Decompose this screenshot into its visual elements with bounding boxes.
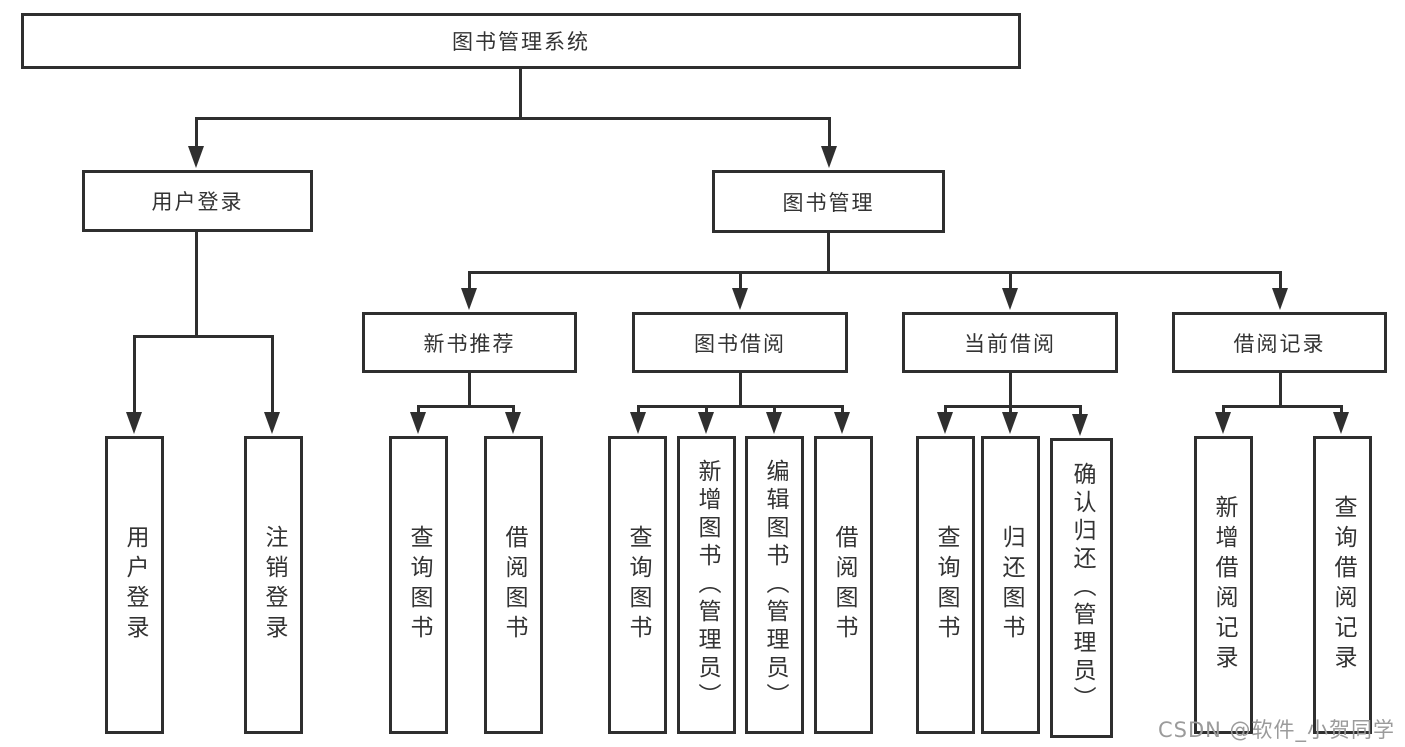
arrow-down-icon: [188, 146, 204, 168]
node-user-login: 用户登录: [82, 170, 313, 232]
node-leaf-borrow-books-2: 借阅图书: [814, 436, 873, 734]
connector-line: [469, 271, 1281, 274]
node-leaf-query-books-1: 查询图书: [389, 436, 448, 734]
connector-line: [1340, 405, 1343, 412]
node-leaf-logout: 注销登录: [244, 436, 303, 734]
arrow-down-icon: [698, 412, 714, 434]
node-leaf-query-books-2-label: 查询图书: [625, 525, 651, 645]
arrow-down-icon: [126, 412, 142, 434]
node-leaf-edit-book-admin: 编辑图书（管理员）: [745, 436, 804, 734]
connector-line: [417, 405, 514, 408]
node-book-borrowing-label: 图书借阅: [694, 331, 786, 356]
node-leaf-query-books-2: 查询图书: [608, 436, 667, 734]
node-leaf-add-book-admin-label: 新增图书（管理员）: [694, 459, 720, 711]
arrow-down-icon: [732, 288, 748, 310]
connector-line: [637, 405, 640, 412]
connector-line: [195, 117, 198, 146]
node-new-book-recommend: 新书推荐: [362, 312, 577, 373]
arrow-down-icon: [834, 412, 850, 434]
connector-line: [195, 117, 831, 120]
node-leaf-user-login-label: 用户登录: [122, 525, 148, 645]
arrow-down-icon: [264, 412, 280, 434]
arrow-down-icon: [1002, 412, 1018, 434]
node-leaf-confirm-return-admin-label: 确认归还（管理员）: [1069, 462, 1095, 714]
arrow-down-icon: [1215, 412, 1231, 434]
arrow-down-icon: [461, 288, 477, 310]
connector-line: [1279, 373, 1282, 408]
connector-line: [705, 405, 708, 412]
connector-line: [1009, 373, 1012, 408]
connector-line: [637, 405, 844, 408]
connector-line: [1009, 405, 1012, 412]
connector-line: [1222, 405, 1343, 408]
connector-line: [827, 233, 830, 274]
connector-line: [133, 335, 136, 412]
connector-line: [1222, 405, 1225, 412]
arrow-down-icon: [1272, 288, 1288, 310]
connector-line: [828, 117, 831, 146]
connector-line: [841, 405, 844, 412]
connector-line: [1009, 271, 1012, 290]
arrow-down-icon: [1072, 414, 1088, 436]
node-leaf-query-books-3-label: 查询图书: [933, 525, 959, 645]
node-leaf-borrow-books-1-label: 借阅图书: [501, 525, 527, 645]
node-user-login-label: 用户登录: [151, 190, 244, 214]
node-leaf-borrow-books-1: 借阅图书: [484, 436, 543, 734]
node-leaf-query-borrow-record-label: 查询借阅记录: [1330, 495, 1356, 675]
arrow-down-icon: [630, 412, 646, 434]
node-leaf-confirm-return-admin: 确认归还（管理员）: [1050, 438, 1113, 738]
node-new-book-recommend-label: 新书推荐: [423, 331, 516, 356]
connector-line: [739, 373, 742, 408]
connector-line: [468, 271, 471, 290]
node-leaf-add-book-admin: 新增图书（管理员）: [677, 436, 736, 734]
connector-line: [1279, 271, 1282, 290]
arrow-down-icon: [1333, 412, 1349, 434]
node-leaf-query-books-1-label: 查询图书: [406, 525, 432, 645]
connector-line: [944, 405, 1082, 408]
arrow-down-icon: [410, 412, 426, 434]
arrow-down-icon: [766, 412, 782, 434]
node-leaf-query-books-3: 查询图书: [916, 436, 975, 734]
connector-line: [468, 373, 471, 408]
connector-line: [1079, 405, 1082, 414]
node-borrow-records: 借阅记录: [1172, 312, 1387, 373]
arrow-down-icon: [937, 412, 953, 434]
connector-line: [417, 405, 420, 412]
node-current-borrowing-label: 当前借阅: [964, 331, 1056, 356]
node-root-label: 图书管理系统: [452, 30, 590, 54]
node-leaf-borrow-books-2-label: 借阅图书: [831, 525, 857, 645]
node-leaf-edit-book-admin-label: 编辑图书（管理员）: [762, 459, 788, 711]
connector-line: [133, 335, 274, 338]
connector-line: [739, 271, 742, 290]
node-leaf-query-borrow-record: 查询借阅记录: [1313, 436, 1372, 734]
node-leaf-add-borrow-record-label: 新增借阅记录: [1211, 495, 1237, 675]
node-leaf-add-borrow-record: 新增借阅记录: [1194, 436, 1253, 734]
connector-line: [519, 69, 522, 120]
node-book-management: 图书管理: [712, 170, 945, 233]
node-book-borrowing: 图书借阅: [632, 312, 848, 373]
connector-line: [512, 405, 515, 412]
connector-line: [773, 405, 776, 412]
node-borrow-records-label: 借阅记录: [1233, 331, 1326, 356]
node-leaf-return-book-label: 归还图书: [998, 525, 1024, 645]
node-leaf-return-book: 归还图书: [981, 436, 1040, 734]
connector-line: [195, 232, 198, 338]
node-root: 图书管理系统: [21, 13, 1021, 69]
node-book-management-label: 图书管理: [782, 190, 875, 215]
connector-line: [944, 405, 947, 412]
arrow-down-icon: [1002, 288, 1018, 310]
arrow-down-icon: [505, 412, 521, 434]
node-leaf-logout-label: 注销登录: [261, 525, 287, 645]
arrow-down-icon: [821, 146, 837, 168]
node-leaf-user-login: 用户登录: [105, 436, 164, 734]
connector-line: [271, 335, 274, 412]
csdn-watermark: CSDN @软件_小贺同学: [1158, 718, 1396, 742]
node-current-borrowing: 当前借阅: [902, 312, 1118, 373]
